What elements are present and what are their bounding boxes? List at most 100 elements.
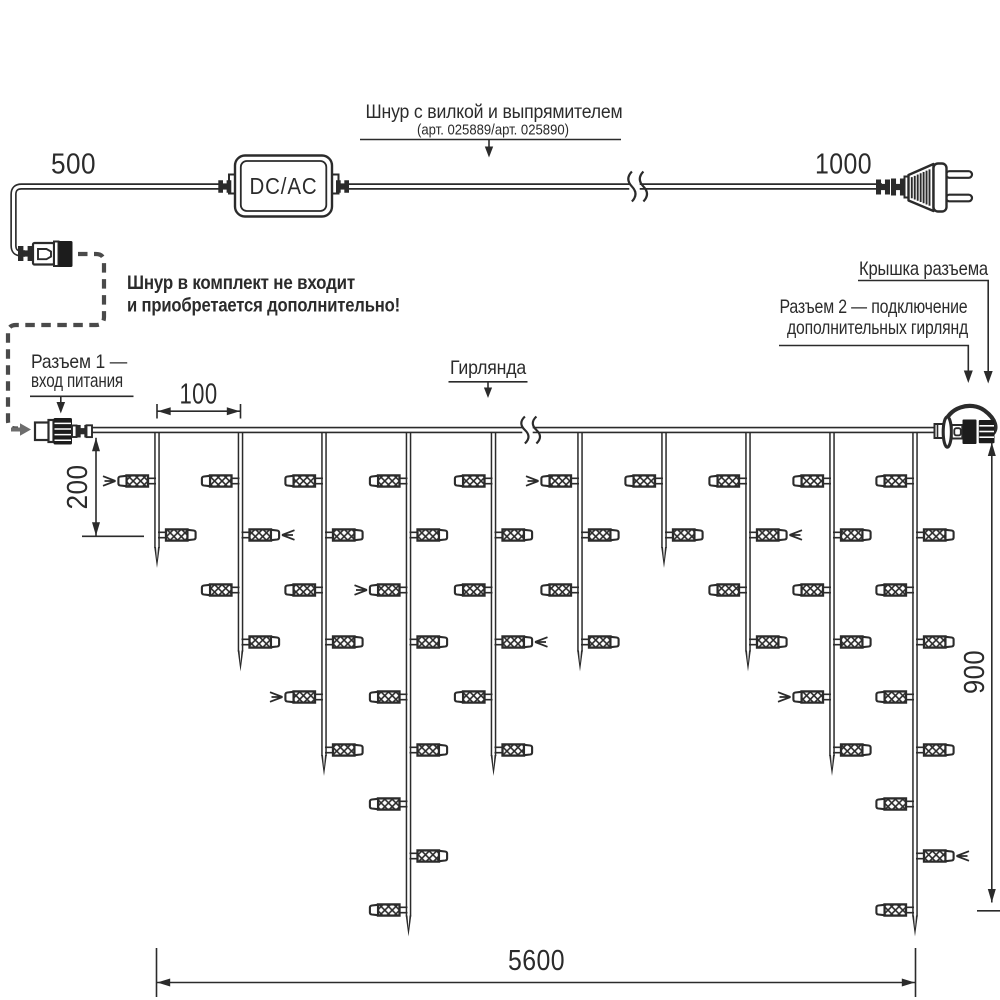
dim-500: 500 bbox=[51, 149, 96, 181]
connector2-ring bbox=[941, 415, 953, 449]
male-connector-cap bbox=[58, 241, 73, 267]
strand-tip-core bbox=[323, 755, 325, 768]
male-connector-clamp bbox=[18, 246, 24, 261]
led-body-hatch bbox=[417, 744, 439, 756]
led-cap bbox=[875, 797, 886, 811]
led-body-hatch bbox=[463, 691, 485, 703]
dim-900: 900 bbox=[959, 650, 991, 694]
led-body-hatch bbox=[249, 529, 271, 541]
led-cap bbox=[875, 474, 886, 488]
led-cap bbox=[353, 635, 364, 649]
cover-label: Крышка разъема bbox=[859, 258, 988, 280]
led-direction-arrow bbox=[281, 529, 295, 541]
led-cap bbox=[368, 903, 380, 917]
dim-200: 200 bbox=[62, 465, 94, 510]
led-cap bbox=[522, 528, 534, 542]
led-cap bbox=[453, 474, 465, 488]
led-direction-arrow bbox=[789, 529, 803, 541]
plug-pin-bottom bbox=[944, 193, 974, 203]
led-body-hatch bbox=[673, 529, 695, 541]
warning-line-2: и приобретается дополнительно! bbox=[127, 295, 400, 317]
led-body-hatch bbox=[924, 850, 946, 862]
led-cap bbox=[792, 690, 803, 704]
garland-label-arrowhead bbox=[483, 387, 493, 398]
dim-5600: 5600 bbox=[508, 945, 565, 977]
led-cap bbox=[693, 528, 704, 542]
led-body-hatch bbox=[249, 636, 271, 648]
led-cap bbox=[609, 528, 620, 542]
led-body-hatch bbox=[884, 584, 906, 596]
led-body-hatch bbox=[293, 475, 315, 487]
connector1-label-line-1: Разъем 1 — bbox=[31, 351, 128, 373]
strand-tip-core bbox=[492, 755, 495, 768]
connector1-boot bbox=[85, 424, 93, 439]
led-cap bbox=[284, 583, 295, 597]
led-body-hatch bbox=[717, 475, 739, 487]
connector1-neck bbox=[71, 424, 78, 438]
led-cap bbox=[875, 690, 886, 704]
led-body-hatch bbox=[841, 529, 863, 541]
led-body-hatch bbox=[378, 691, 400, 703]
led-body-hatch bbox=[293, 691, 315, 703]
adapter-coupling-right bbox=[336, 180, 341, 193]
connector2-label-line-1: Разъем 2 — подключение bbox=[780, 296, 968, 318]
separate-cord-dashed-line bbox=[5, 251, 107, 431]
led-cap bbox=[792, 583, 803, 597]
strand-tip-core bbox=[239, 650, 242, 664]
led-body-hatch bbox=[378, 904, 400, 916]
dim-100-arrowhead bbox=[157, 407, 171, 416]
led-body-hatch bbox=[924, 636, 946, 648]
cord-break-squiggle bbox=[627, 170, 637, 203]
led-cap bbox=[944, 635, 955, 649]
strand-tip-core bbox=[579, 650, 581, 664]
led-body-hatch bbox=[757, 529, 779, 541]
led-body-hatch bbox=[463, 584, 485, 596]
cover-label-arrowhead bbox=[983, 371, 993, 384]
led-direction-arrow bbox=[269, 691, 283, 703]
led-body-hatch bbox=[801, 475, 823, 487]
led-cap bbox=[269, 528, 281, 542]
led-cap bbox=[522, 743, 534, 757]
warning-line-1: Шнур в комплект не входит bbox=[127, 272, 355, 294]
led-cap bbox=[792, 474, 803, 488]
led-body-hatch bbox=[924, 529, 946, 541]
strand-tip-core bbox=[914, 915, 916, 929]
led-body-hatch bbox=[633, 475, 655, 487]
led-body-hatch bbox=[884, 798, 906, 810]
led-direction-arrow bbox=[534, 636, 548, 648]
led-cap bbox=[453, 690, 465, 704]
connector1-label-line-2: вход питания bbox=[31, 370, 123, 392]
led-body-hatch bbox=[463, 475, 485, 487]
led-body-hatch bbox=[502, 744, 524, 756]
plug-clamp-1 bbox=[884, 179, 890, 195]
connector1-clamp bbox=[80, 428, 85, 435]
led-body-hatch bbox=[417, 850, 439, 862]
led-cap bbox=[368, 690, 380, 704]
diagram-linework bbox=[5, 138, 1000, 997]
led-cap bbox=[777, 635, 788, 649]
cord-article-numbers: (арт. 025889/арт. 025890) bbox=[417, 123, 569, 139]
led-direction-arrow bbox=[354, 584, 368, 596]
led-body-hatch bbox=[801, 584, 823, 596]
plug-clamp-2 bbox=[899, 178, 905, 196]
led-cap bbox=[284, 474, 295, 488]
cord-break-squiggle bbox=[520, 415, 530, 445]
adapter-box bbox=[233, 154, 334, 218]
led-cap bbox=[453, 583, 465, 597]
plug-clamp-1 bbox=[880, 183, 886, 191]
led-cap bbox=[353, 528, 364, 542]
dim-5600-arrowhead bbox=[157, 978, 171, 987]
led-body-hatch bbox=[378, 475, 400, 487]
separate-cord-arrowhead bbox=[20, 423, 31, 436]
led-cap bbox=[708, 583, 719, 597]
adapter-coupling-left bbox=[222, 183, 228, 190]
adapter-coupling-left bbox=[226, 180, 232, 193]
led-cap bbox=[117, 474, 128, 488]
dim-5600-ticks bbox=[155, 948, 917, 997]
connector1-label-arrowhead bbox=[56, 402, 66, 414]
led-body-hatch bbox=[210, 584, 232, 596]
adapter-label: DC/AC bbox=[250, 173, 318, 199]
led-cap bbox=[624, 474, 635, 488]
